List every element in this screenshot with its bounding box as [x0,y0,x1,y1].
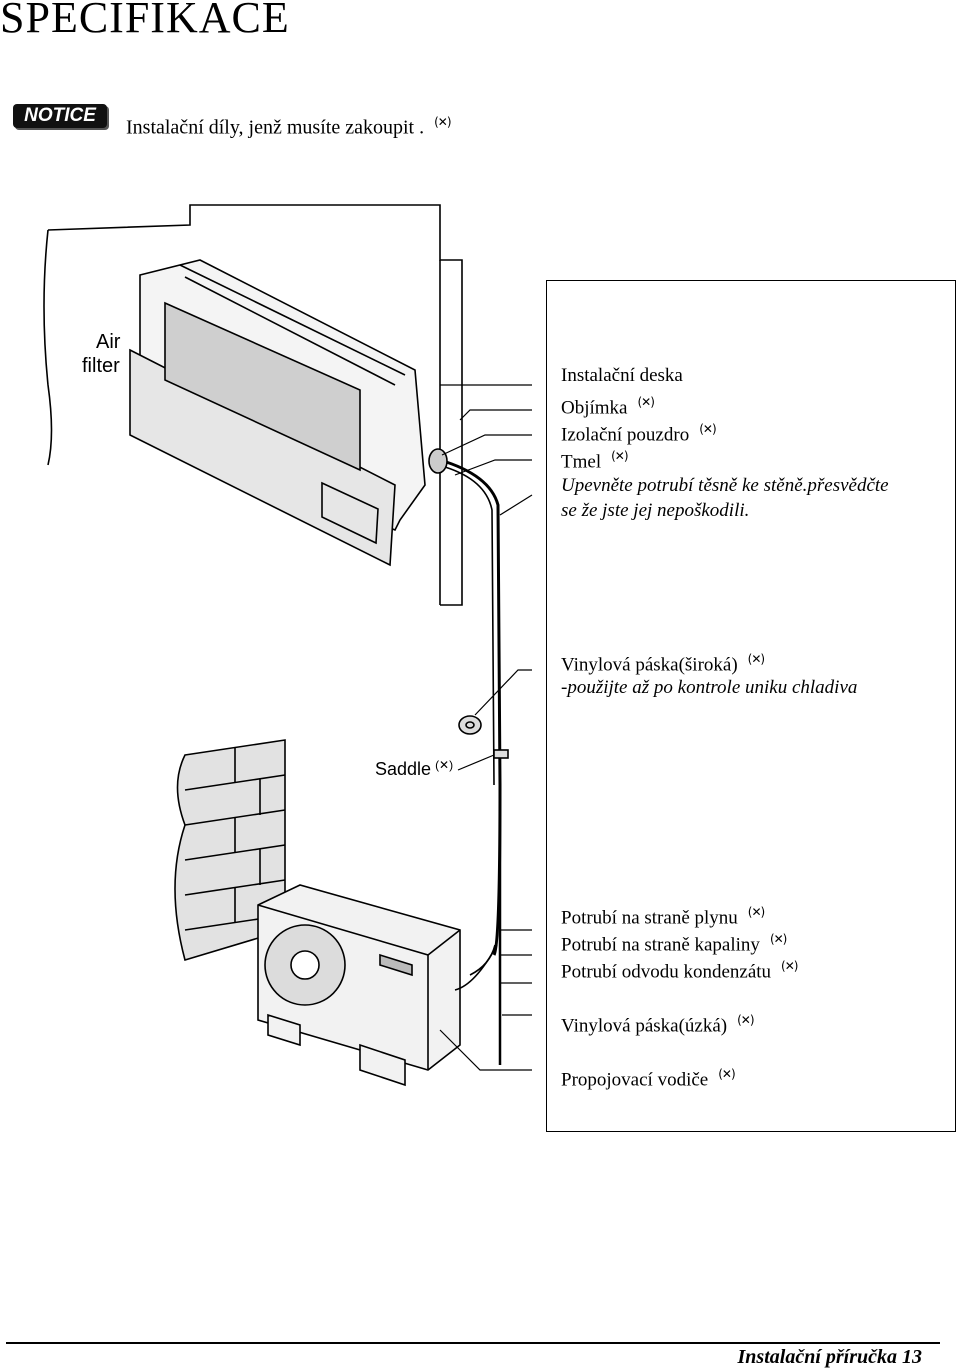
air-filter-label-1: Air [96,331,121,353]
callout-fix-pipe-2: se že jste jej nepoškodili. [561,500,750,521]
purchase-mark-icon: (✕) [718,1067,735,1081]
callout-drain-pipe-label: Potrubí odvodu kondenzátu [561,961,772,983]
vinyl-tape-roll [458,715,482,735]
callout-insulation-sleeve-label: Izolační pouzdro [561,424,690,446]
notice-text-label: Instalační díly, jenž musíte zakoupit . [126,116,425,139]
callout-insulation-sleeve: Izolační pouzdro (✕) [561,422,717,446]
callout-vinyl-tape-narrow-label: Vinylová páska(úzká) [561,1015,728,1037]
outdoor-unit [257,884,461,1087]
indoor-unit [129,259,426,567]
callout-liquid-pipe-label: Potrubí na straně kapaliny [561,934,760,956]
callout-vinyl-tape-note: -použijte až po kontrole uniku chladiva [561,677,858,698]
callout-box [546,280,956,1132]
callout-drain-pipe: Potrubí odvodu kondenzátu (✕) [561,959,798,983]
callout-fix-pipe-1: Upevněte potrubí těsně ke stěně.přesvědč… [561,475,889,496]
piping-run [439,458,502,956]
page-title: SPECIFIKACE [0,0,290,42]
purchase-mark-icon: (✕) [434,115,451,129]
purchase-mark-icon: (✕) [747,905,765,919]
footer-rule [6,1342,940,1344]
leader-lines [439,384,533,1071]
callout-gas-pipe-label: Potrubí na straně plynu [561,907,738,929]
purchase-mark-icon: (✕) [737,1013,754,1027]
saddle-clip [493,749,509,759]
callout-sleeve-label: Objímka [561,397,628,419]
purchase-mark-icon: (✕) [699,422,716,436]
installation-diagram: Air filter Saddle (✕) [43,204,533,1087]
callout-gas-pipe: Potrubí na straně plynu (✕) [561,905,765,929]
saddle-label-text: Saddle [375,759,431,779]
callout-vinyl-tape-wide: Vinylová páska(široká) (✕) [561,652,765,676]
wall-sleeve [428,448,448,474]
purchase-mark-icon: (✕) [611,449,628,463]
callout-putty-label: Tmel [561,451,602,473]
callout-installation-plate: Instalační deska [561,365,683,387]
notice-badge: NOTICE [13,104,107,128]
purchase-mark-icon: (✕) [637,395,655,409]
callout-putty: Tmel (✕) [561,449,629,473]
purchase-mark-icon: (✕) [769,932,787,946]
callout-connecting-cable: Propojovací vodiče (✕) [561,1067,736,1091]
purchase-mark-icon: (✕) [747,652,765,666]
callout-connecting-cable-label: Propojovací vodiče [561,1069,709,1091]
callout-liquid-pipe: Potrubí na straně kapaliny (✕) [561,932,787,956]
saddle-label: Saddle (✕) [375,758,453,779]
callout-installation-plate-label: Instalační deska [561,365,683,386]
callout-sleeve: Objímka (✕) [561,395,655,419]
air-filter-label-2: filter [82,355,120,377]
saddle-mark-icon: (✕) [435,758,453,772]
footer-page-label: Instalační příručka 13 [737,1346,922,1368]
callout-vinyl-tape-wide-label: Vinylová páska(široká) [561,654,738,676]
purchase-mark-icon: (✕) [781,959,798,973]
wall-outline [47,204,463,606]
notice-text: Instalační díly, jenž musíte zakoupit . (… [126,115,452,140]
callout-vinyl-tape-narrow: Vinylová páska(úzká) (✕) [561,1013,755,1037]
